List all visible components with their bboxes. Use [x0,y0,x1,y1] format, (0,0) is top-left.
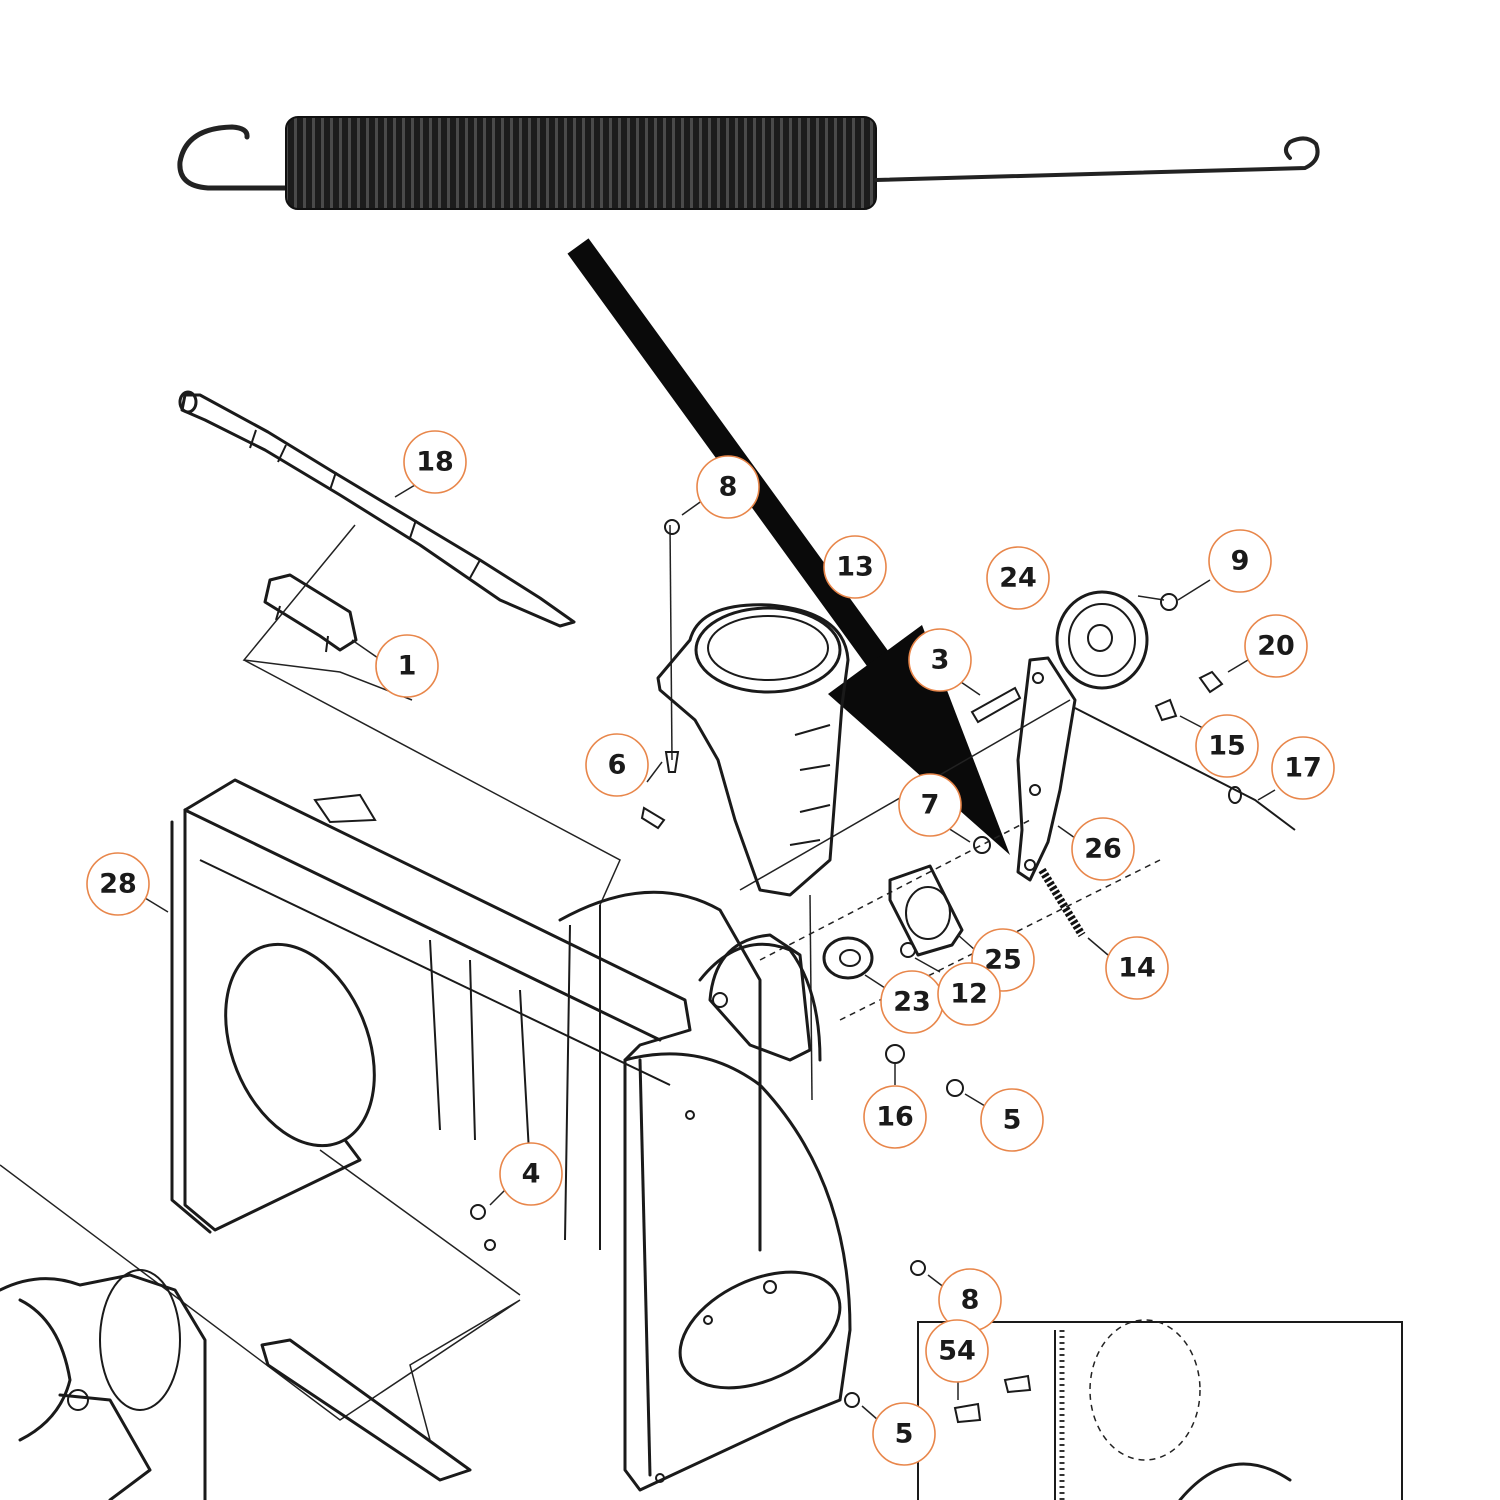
callout-1[interactable]: 1 [375,634,439,698]
callout-label: 12 [950,979,988,1010]
callout-18[interactable]: 18 [403,430,467,494]
callout-9[interactable]: 9 [1208,529,1272,593]
callout-26[interactable]: 26 [1071,817,1135,881]
spring-coil-body [285,116,877,210]
callout-4[interactable]: 4 [499,1142,563,1206]
small-hardware [470,519,1224,1424]
callout-23[interactable]: 23 [880,970,944,1034]
callout-13[interactable]: 13 [823,535,887,599]
side-plate [623,1052,852,1492]
installed-spring-14 [1038,867,1086,938]
callout-28[interactable]: 28 [86,852,150,916]
callout-label: 5 [895,1419,914,1450]
callout-label: 3 [931,645,950,676]
leader-lines [144,481,1276,1421]
callout-label: 15 [1208,731,1246,762]
callout-20[interactable]: 20 [1244,614,1308,678]
callout-label: 17 [1284,753,1322,784]
idler-pulley [1055,590,1149,690]
callout-label: 1 [398,651,417,682]
callout-label: 23 [893,987,931,1018]
skid-and-frame [0,1269,472,1500]
auger-housing [170,778,692,1234]
bearing-and-nut [822,936,916,980]
callout-8-top[interactable]: 8 [696,455,760,519]
callout-label: 8 [719,472,738,503]
callout-24[interactable]: 24 [986,546,1050,610]
callout-label: 14 [1118,953,1156,984]
callout-54[interactable]: 54 [925,1319,989,1383]
callout-label: 4 [522,1159,541,1190]
callout-5-right[interactable]: 5 [980,1088,1044,1152]
callout-5-bottom[interactable]: 5 [872,1402,936,1466]
callout-8-bottom[interactable]: 8 [938,1268,1002,1332]
callout-label: 28 [99,869,137,900]
extension-spring [177,116,1320,210]
chute-housing [656,603,850,897]
callouts: 18 1 8 13 24 9 3 20 15 17 6 7 26 28 25 1… [86,430,1335,1466]
callout-17[interactable]: 17 [1271,736,1335,800]
callout-label: 7 [921,790,940,821]
callout-label: 54 [938,1336,976,1367]
callout-3[interactable]: 3 [908,628,972,692]
callout-label: 8 [961,1285,980,1316]
callout-label: 24 [999,563,1037,594]
drive-cable [1074,707,1296,831]
callout-label: 26 [1084,834,1122,865]
idler-bracket [1016,656,1077,882]
callout-7[interactable]: 7 [898,773,962,837]
callout-12[interactable]: 12 [937,962,1001,1026]
inset-detail [917,1319,1403,1500]
callout-label: 9 [1231,546,1250,577]
callout-label: 6 [608,750,627,781]
callout-label: 5 [1003,1105,1022,1136]
callout-label: 16 [876,1102,914,1133]
auger-shaft [178,390,576,628]
callout-label: 13 [836,552,874,583]
spring-left-hook [177,124,291,191]
spring-right-wire [874,136,1320,182]
bearing-flange [888,864,964,957]
shaft-bracket [263,573,358,653]
callout-16[interactable]: 16 [863,1085,927,1149]
callout-14[interactable]: 14 [1105,936,1169,1000]
callout-15[interactable]: 15 [1195,714,1259,778]
callout-label: 18 [416,447,454,478]
gear-case [708,933,812,1062]
callout-6[interactable]: 6 [585,733,649,797]
callout-label: 20 [1257,631,1295,662]
callout-label: 25 [984,945,1022,976]
